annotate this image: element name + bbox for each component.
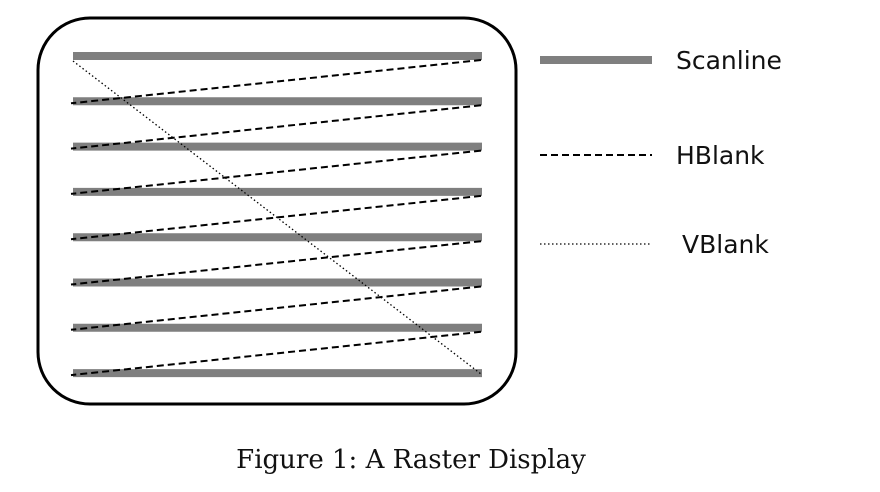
figure-caption: Figure 1: A Raster Display [236,445,586,475]
legend-vblank-label: VBlank [682,230,769,259]
scanlines [73,52,482,378]
hblank-line [70,330,482,377]
hblank-lines [70,59,482,377]
hblank-line [70,149,482,195]
legend-scanline-label: Scanline [676,46,782,75]
vblank-line [72,60,482,375]
hblank-line [70,285,482,331]
hblank-line [70,194,482,241]
hblank-line [70,104,482,150]
screen-frame [36,16,518,406]
hblank-line [70,59,482,105]
legend-hblank-label: HBlank [676,141,765,170]
hblank-line [70,240,482,286]
